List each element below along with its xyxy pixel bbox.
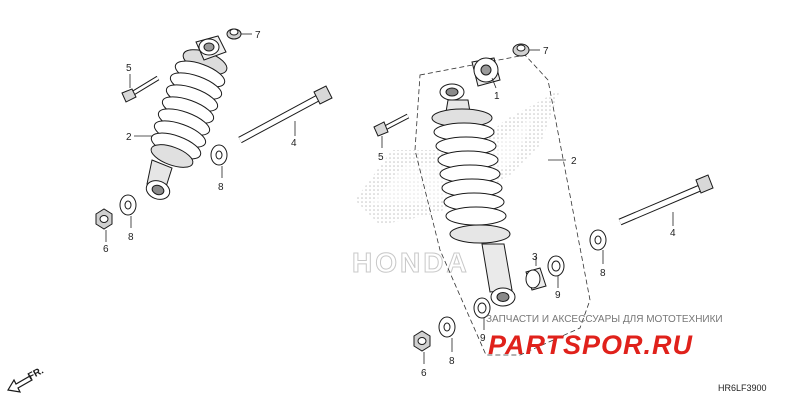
left-washer-8-lower xyxy=(119,194,137,216)
left-coil-spring xyxy=(150,49,228,168)
right-washer-8-mid xyxy=(589,229,607,251)
diagram-code: HR6LF3900 xyxy=(718,383,767,393)
callout-2-left: 2 xyxy=(126,132,132,143)
callout-8-d: 8 xyxy=(449,356,455,367)
collar-3 xyxy=(525,267,547,291)
front-direction-arrow xyxy=(7,375,33,393)
callout-6-right: 6 xyxy=(421,368,427,379)
callout-7-right: 7 xyxy=(543,46,549,57)
callout-5-right: 5 xyxy=(378,152,384,163)
right-coil-spring xyxy=(431,108,511,244)
rubber-bushing-1 xyxy=(471,57,501,87)
leader-lines xyxy=(105,33,674,364)
left-flange-nut-6 xyxy=(95,208,113,230)
callout-4-left: 4 xyxy=(291,138,297,149)
direction-label: FR. xyxy=(26,365,46,382)
callout-7-left: 7 xyxy=(255,30,261,41)
callout-4-right: 4 xyxy=(670,228,676,239)
callout-8-c: 8 xyxy=(600,268,606,279)
dust-seal-9-lower xyxy=(473,297,491,319)
left-flange-nut-7 xyxy=(226,28,242,40)
site-logo: PARTSPOR.RU xyxy=(488,330,694,360)
site-caption: ЗАПЧАСТИ И АКСЕССУАРЫ ДЛЯ МОТОТЕХНИКИ xyxy=(486,314,723,325)
callout-9-b: 9 xyxy=(480,333,486,344)
callout-8-b: 8 xyxy=(128,232,134,243)
right-washer-8-lower xyxy=(438,316,456,338)
callout-6-left: 6 xyxy=(103,244,109,255)
right-flange-nut-6 xyxy=(413,330,431,352)
dust-seal-9-upper xyxy=(547,255,565,277)
left-shock-absorber xyxy=(145,35,228,200)
callout-1: 1 xyxy=(494,91,500,102)
callout-9-a: 9 xyxy=(555,290,561,301)
right-flange-nut-7 xyxy=(512,43,530,57)
right-long-bolt-4 xyxy=(618,174,714,226)
callout-8-a: 8 xyxy=(218,182,224,193)
callout-2-right: 2 xyxy=(571,156,577,167)
callout-3: 3 xyxy=(532,252,538,263)
callout-5-left: 5 xyxy=(126,63,132,74)
right-shock-absorber xyxy=(431,83,516,307)
right-bolt-5 xyxy=(373,113,410,137)
honda-watermark-text: HONDA xyxy=(352,247,470,278)
assembly-boundary xyxy=(414,54,591,356)
left-washer-8-upper xyxy=(210,144,228,166)
left-long-bolt-4 xyxy=(238,85,333,144)
left-bolt-5 xyxy=(121,75,160,103)
